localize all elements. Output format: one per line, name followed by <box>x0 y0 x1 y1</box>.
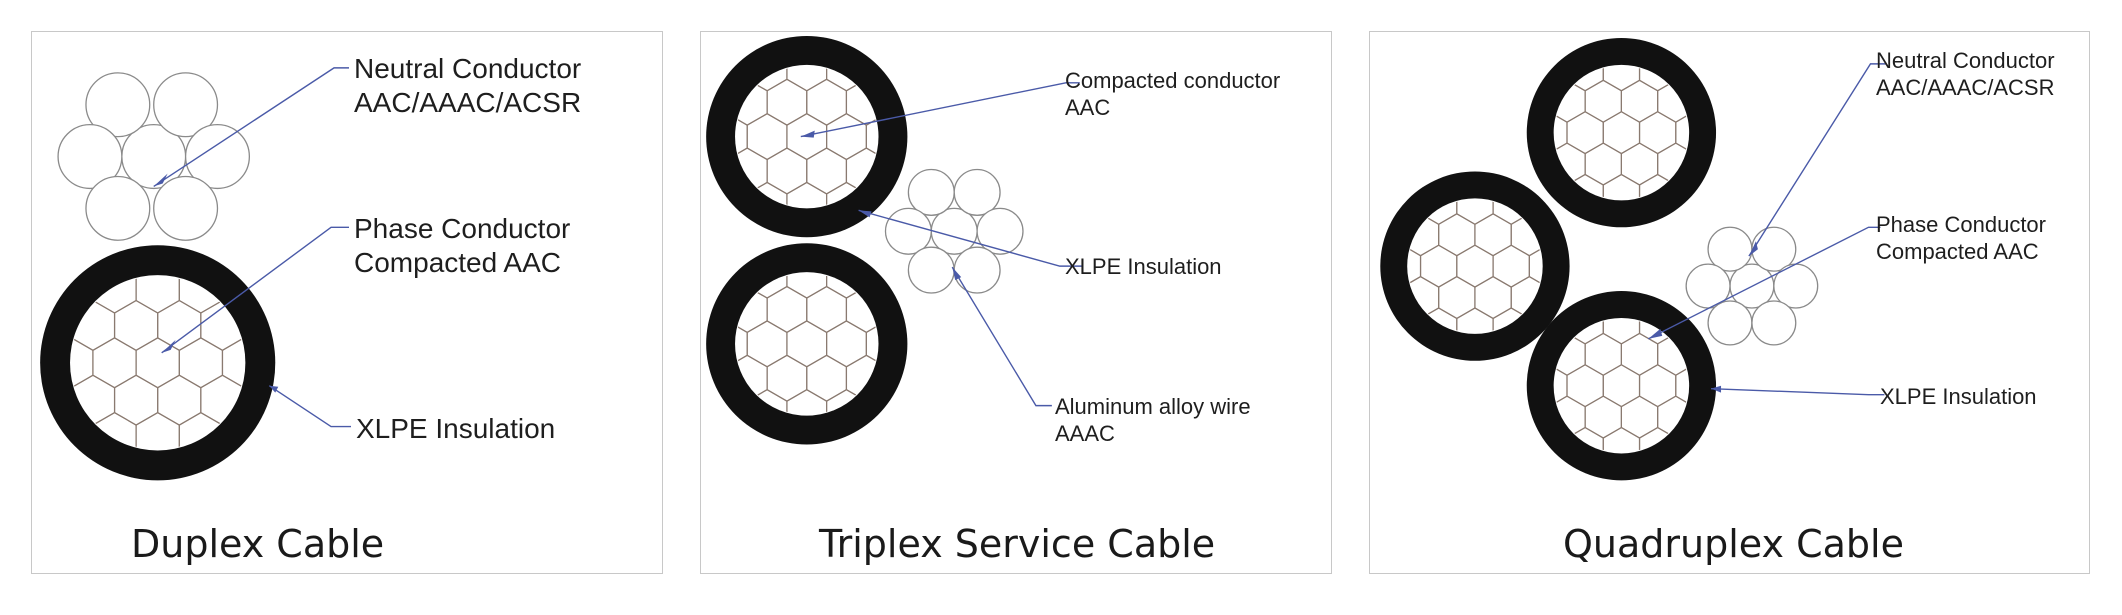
quadruplex-cable-diagram <box>1380 37 1887 481</box>
phase-conductor <box>1553 64 1690 201</box>
leader-line <box>1647 226 1881 340</box>
label-line: Neutral Conductor <box>1876 48 2055 73</box>
conductor-strand <box>1566 173 1604 200</box>
label-line: XLPE Insulation <box>356 413 556 444</box>
neutral-strand <box>930 207 978 255</box>
leader-line <box>1711 387 1885 396</box>
neutral-strand <box>1751 226 1797 272</box>
conductor-strand <box>746 388 788 415</box>
conductor-strand <box>1638 426 1677 453</box>
phase-conductor-label: Phase Conductor Compacted AAC <box>354 212 570 280</box>
neutral-strand <box>953 168 1001 216</box>
label-line: Phase Conductor <box>1876 212 2046 237</box>
arrow-head <box>952 267 962 281</box>
conductor-strand <box>135 411 180 450</box>
phase-conductor <box>70 275 246 451</box>
phase-conductor <box>1407 198 1543 334</box>
neutral-strand <box>1707 300 1753 346</box>
label-line: AAC/AAAC/ACSR <box>1876 74 2055 100</box>
xlpe-insulation-label: XLPE Insulation <box>1065 254 1222 281</box>
leader-line <box>153 67 349 188</box>
phase-conductor-label: Phase Conductor Compacted AAC <box>1876 212 2046 266</box>
phase-conductor-strands <box>1408 199 1542 333</box>
label-line: Compacted AAC <box>1876 238 2039 264</box>
label-line: Compacted conductor <box>1065 68 1281 93</box>
neutral-conductor-label: Neutral Conductor AAC/AAAC/ACSR <box>1876 48 2055 102</box>
phase-conductor <box>735 272 879 416</box>
neutral-strand <box>184 124 251 190</box>
leader-lines <box>800 82 1082 407</box>
xlpe-insulation-label: XLPE Insulation <box>1880 384 2037 411</box>
label-line: Compacted AAC <box>354 247 561 279</box>
triplex-cable-diagram <box>706 35 1082 445</box>
neutral-strand-bundle <box>57 72 251 241</box>
leader-line <box>1748 63 1887 257</box>
phase-conductor-strands <box>736 273 878 415</box>
arrow-head <box>800 130 815 138</box>
neutral-strand <box>907 246 955 294</box>
conductor-strand <box>1602 426 1641 453</box>
label-line: AAC <box>1065 94 1111 120</box>
leader-line <box>800 82 1080 138</box>
quadruplex-cable-panel: Neutral Conductor AAC/AAAC/ACSR Phase Co… <box>1369 31 2090 574</box>
conductor-strand <box>1456 307 1494 333</box>
conductor-strand <box>1492 307 1530 333</box>
aluminum-alloy-wire-label: Aluminum alloy wire AAAC <box>1055 394 1251 448</box>
panel-caption: Duplex Cable <box>131 522 385 566</box>
leader-line <box>161 226 349 354</box>
panel-caption: Quadruplex Cable <box>1563 522 1904 566</box>
conductor-strand <box>92 411 137 450</box>
conductor-strand <box>178 411 224 450</box>
neutral-strand <box>884 207 932 255</box>
neutral-strand <box>153 72 219 138</box>
panel-caption: Triplex Service Cable <box>819 522 1216 566</box>
leader-arrows <box>1648 241 1758 393</box>
conductor-strand <box>826 388 867 415</box>
arrow-head <box>161 339 176 353</box>
triplex-cable-panel: Compacted conductor AAC XLPE Insulation … <box>700 31 1332 574</box>
neutral-strand <box>85 72 151 138</box>
conductor-strand <box>786 388 828 415</box>
label-line: XLPE Insulation <box>1880 384 2037 409</box>
label-line: AAAC <box>1055 420 1115 446</box>
leader-lines <box>153 67 351 428</box>
arrow-head <box>1648 328 1663 339</box>
label-line: Aluminum alloy wire <box>1055 394 1251 419</box>
arrow-head <box>1748 241 1758 257</box>
conductor-strand <box>786 181 828 208</box>
label-line: AAC/AAAC/ACSR <box>354 87 582 119</box>
neutral-strand <box>1751 300 1797 346</box>
duplex-cable-diagram <box>40 67 351 481</box>
neutral-strand <box>85 175 151 241</box>
leader-arrows <box>800 130 962 281</box>
duplex-cable-panel: Neutral Conductor AAC/AAAC/ACSR Phase Co… <box>31 31 663 574</box>
neutral-strand <box>153 175 219 241</box>
conductor-strand <box>1638 173 1677 200</box>
label-line: Neutral Conductor <box>354 53 582 84</box>
leader-line <box>951 266 1052 407</box>
arrow-head <box>269 385 279 393</box>
leader-line <box>858 209 1082 267</box>
arrow-head <box>1711 385 1722 393</box>
neutral-strand <box>907 168 955 216</box>
conductor-strand <box>746 181 788 208</box>
neutral-strand <box>953 246 1001 294</box>
neutral-strand <box>57 124 123 190</box>
label-line: Phase Conductor <box>354 213 571 244</box>
xlpe-insulation-label: XLPE Insulation <box>356 412 555 446</box>
leader-lines <box>1647 63 1887 396</box>
conductor-strand <box>1566 426 1604 453</box>
conductor-strand <box>1419 307 1458 333</box>
phase-conductor <box>1553 317 1690 454</box>
leader-line <box>268 385 351 428</box>
conductor-strand <box>826 181 867 208</box>
neutral-strand-bundle <box>884 168 1024 294</box>
label-line: XLPE Insulation <box>1065 254 1222 279</box>
neutral-conductor-label: Neutral Conductor AAC/AAAC/ACSR <box>354 52 581 120</box>
compacted-conductor-label: Compacted conductor AAC <box>1065 68 1280 122</box>
conductor-strand <box>1602 173 1641 200</box>
neutral-strand <box>976 207 1024 255</box>
arrow-head <box>858 210 872 218</box>
